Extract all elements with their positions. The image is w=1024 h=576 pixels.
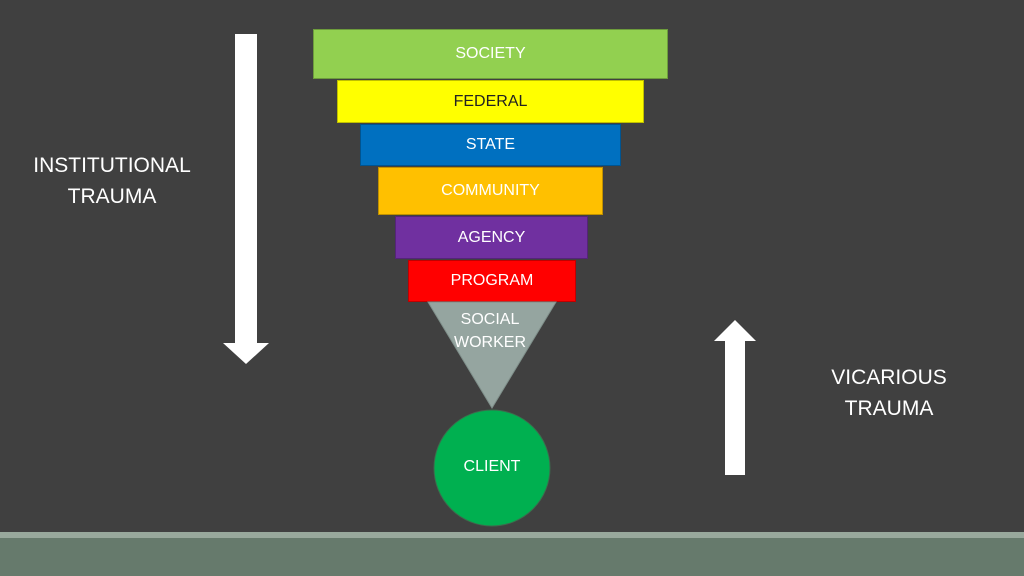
level-program: PROGRAM bbox=[408, 260, 576, 302]
arrow-up-icon bbox=[714, 320, 756, 475]
institutional-trauma-line1: INSTITUTIONAL bbox=[33, 154, 191, 177]
level-society: SOCIETY bbox=[313, 29, 668, 79]
social-worker-line1: SOCIAL bbox=[460, 311, 520, 328]
level-state: STATE bbox=[360, 124, 621, 166]
social-worker-triangle bbox=[427, 301, 557, 409]
level-community-label: COMMUNITY bbox=[441, 182, 540, 199]
footer-divider bbox=[0, 532, 1024, 538]
institutional-trauma-label: INSTITUTIONAL TRAUMA bbox=[20, 150, 204, 212]
level-society-label: SOCIETY bbox=[455, 45, 526, 62]
level-federal: FEDERAL bbox=[337, 80, 644, 123]
footer-band bbox=[0, 538, 1024, 576]
vicarious-trauma-line1: VICARIOUS bbox=[831, 366, 947, 389]
level-agency: AGENCY bbox=[395, 216, 588, 259]
social-worker-line2: WORKER bbox=[454, 334, 526, 351]
level-state-label: STATE bbox=[465, 136, 516, 153]
level-program-label: PROGRAM bbox=[450, 272, 534, 289]
arrow-down-icon bbox=[223, 34, 269, 364]
client-label: CLIENT bbox=[463, 458, 521, 475]
institutional-trauma-line2: TRAUMA bbox=[67, 185, 157, 208]
vicarious-trauma-label: VICARIOUS TRAUMA bbox=[800, 362, 978, 424]
client-circle bbox=[433, 409, 551, 527]
level-federal-label: FEDERAL bbox=[453, 92, 528, 110]
level-community: COMMUNITY bbox=[378, 167, 603, 215]
vicarious-trauma-line2: TRAUMA bbox=[844, 397, 934, 420]
level-agency-label: AGENCY bbox=[457, 228, 526, 246]
social-worker-label: SOCIAL WORKER bbox=[440, 308, 540, 354]
